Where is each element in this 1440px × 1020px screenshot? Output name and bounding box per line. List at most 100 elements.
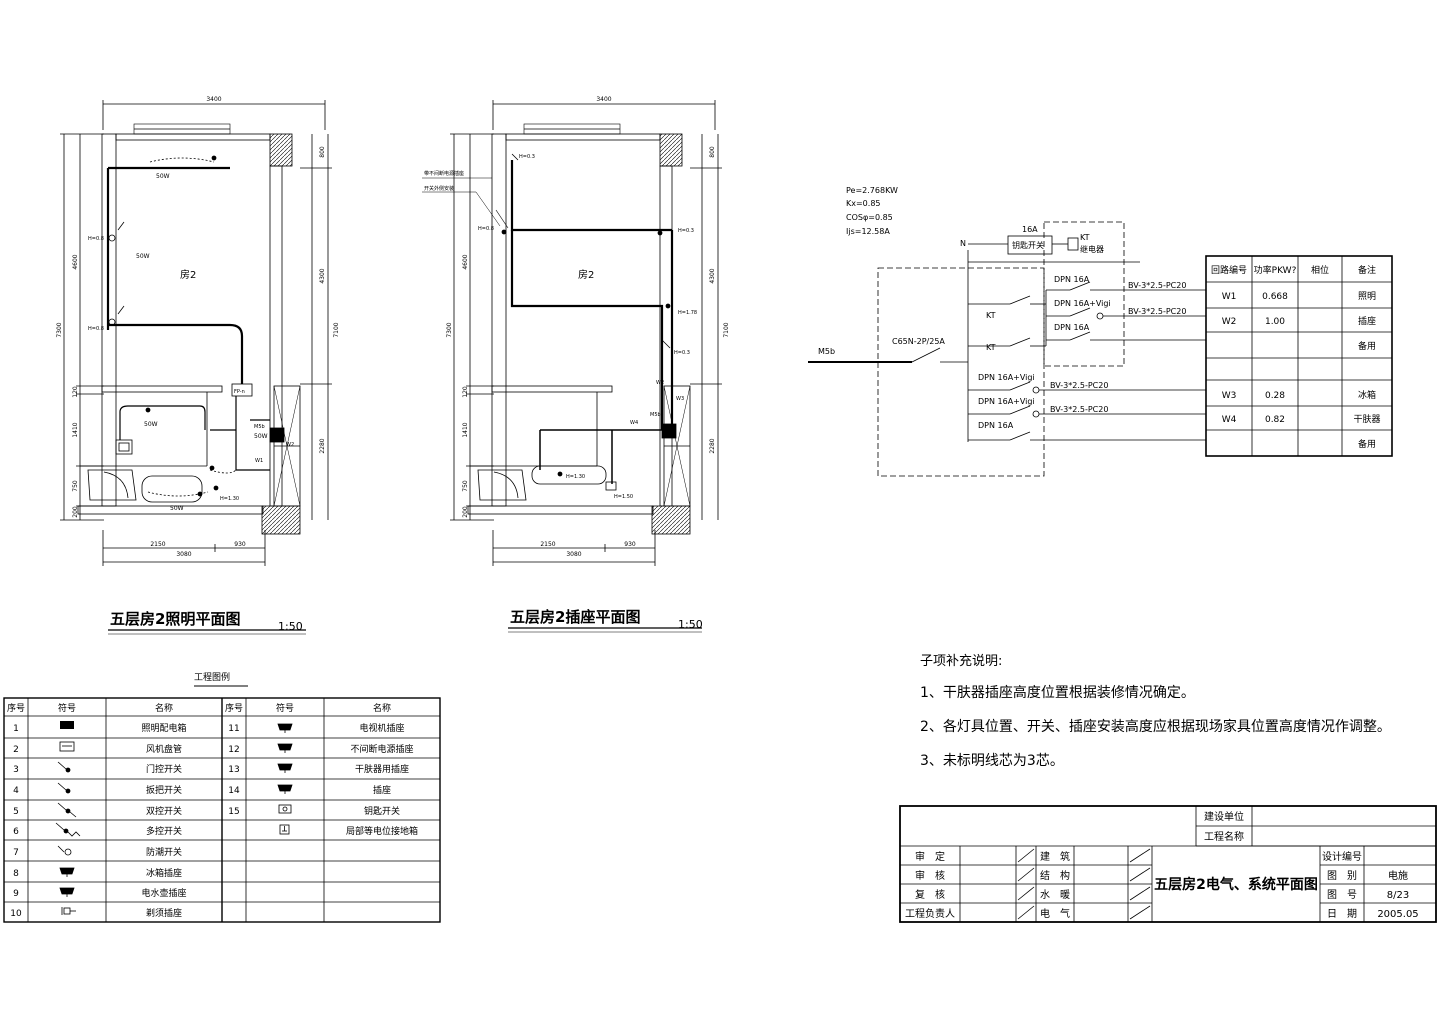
client-label: 建设单位 <box>1204 810 1244 823</box>
note-item: 2、各灯具位置、开关、插座安装高度应根据现场家具位置高度情况作调整。 <box>920 718 1391 735</box>
relay-label: 继电器 <box>1080 244 1104 254</box>
panel-label: M5b <box>650 412 661 418</box>
ups-note-line1: 带不间断电源插座 <box>424 170 464 177</box>
socket-plan-title: 五层房2插座平面图 <box>510 608 640 626</box>
svg-text:冰箱插座: 冰箱插座 <box>146 867 182 879</box>
dim-right-800: 800 <box>319 146 326 158</box>
branch-breaker: DPN 16A+Vigi <box>978 373 1035 382</box>
category-value: 电施 <box>1388 869 1408 882</box>
neutral-label: N <box>960 239 966 248</box>
socket-plan-scale: 1:50 <box>678 618 703 631</box>
circuit-w1: W1 <box>255 458 263 464</box>
dim-left-1410: 1410 <box>462 422 469 437</box>
legend-header: 名称 <box>155 702 173 714</box>
panel-label: M5b <box>254 424 265 430</box>
branch-cable: BV-3*2.5-PC20 <box>1050 405 1108 414</box>
table-cell: 冰箱 <box>1358 389 1376 401</box>
incoming-label: M5b <box>818 347 835 356</box>
water-label: 水 暖 <box>1040 888 1070 901</box>
legend-row: 11 电视机插座 <box>228 722 404 734</box>
svg-text:电视机插座: 电视机插座 <box>359 722 404 734</box>
svg-text:11: 11 <box>228 724 239 734</box>
svg-text:15: 15 <box>228 807 239 817</box>
load-kx: Kx=0.85 <box>846 199 881 208</box>
kt-contact-2: KT <box>986 343 996 352</box>
dim-right-7100: 7100 <box>333 322 340 337</box>
dim-left-upper: 4600 <box>462 254 469 269</box>
dim-left-total: 7300 <box>56 322 63 337</box>
svg-text:8: 8 <box>13 869 19 879</box>
branch-cable: BV-3*2.5-PC20 <box>1128 281 1186 290</box>
circuit-w2: W2 <box>286 442 294 448</box>
key-switch-label: 钥匙开关 <box>1012 240 1044 250</box>
svg-text:1: 1 <box>13 724 19 734</box>
lead-label: 工程负责人 <box>905 907 955 920</box>
lamp-label: 50W <box>144 421 158 428</box>
table-header: 功率PKW? <box>1254 264 1297 276</box>
main-breaker-label: C65N-2P/25A <box>892 337 945 346</box>
legend-row: 15 钥匙开关 <box>228 804 400 817</box>
legend-row: 14 插座 <box>228 784 391 796</box>
branch-cable: BV-3*2.5-PC20 <box>1128 307 1186 316</box>
category-label: 图 别 <box>1327 870 1357 882</box>
elec-label: 电 气 <box>1040 907 1070 920</box>
key-switch-icon <box>278 804 292 814</box>
struct-label: 结 构 <box>1040 869 1070 882</box>
circuit-w4: W4 <box>630 420 638 426</box>
note-item: 3、未标明线芯为3芯。 <box>920 753 1064 769</box>
lamp-label: 50W <box>136 253 150 260</box>
svg-text:钥匙开关: 钥匙开关 <box>364 805 400 817</box>
kt-contact-1: KT <box>986 311 996 320</box>
notes: 子项补充说明: 1、干肤器插座高度位置根据装修情况确定。 2、各灯具位置、开关、… <box>920 653 1391 769</box>
legend-left: 1 照明配电箱 2 风机盘管 3 门控开关 4 扳把开关 5 双控开关 6 多控… <box>10 721 187 919</box>
dim-right-4300: 4300 <box>709 268 716 283</box>
dim-right-4300: 4300 <box>319 268 326 283</box>
sheet-label: 图 号 <box>1327 889 1357 901</box>
table-cell: 备用 <box>1358 340 1376 352</box>
load-ijs: Ijs=12.58A <box>846 227 890 236</box>
svg-text:多控开关: 多控开关 <box>146 825 182 837</box>
legend-row: 8 冰箱插座 <box>13 867 182 879</box>
dim-right-2280: 2280 <box>709 438 716 453</box>
legend-row: 13 干肤器用插座 <box>228 763 409 775</box>
height-label: H=0.8 <box>88 326 104 332</box>
dim-left-upper: 4600 <box>72 254 79 269</box>
relay-code: KT <box>1080 233 1090 242</box>
dim-left-120: 120 <box>72 386 79 398</box>
shaver-socket-icon <box>61 907 76 915</box>
table-cell: 干肤器 <box>1353 414 1380 425</box>
svg-text:剃须插座: 剃须插座 <box>146 907 182 919</box>
dim-bottom-total: 3080 <box>566 551 581 558</box>
date-value: 2005.05 <box>1377 909 1418 920</box>
lighting-plan <box>60 100 332 566</box>
table-cell: W2 <box>1222 317 1237 327</box>
svg-text:电水壶插座: 电水壶插座 <box>141 887 186 899</box>
svg-text:扳把开关: 扳把开关 <box>146 784 182 796</box>
legend-row: 4 扳把开关 <box>13 782 182 796</box>
svg-text:2: 2 <box>13 745 19 755</box>
legend-row: 6 多控开关 <box>13 822 182 837</box>
table-cell: W4 <box>1222 415 1237 425</box>
lighting-plan-scale: 1:50 <box>278 620 303 633</box>
height-label: H=0.3 <box>674 350 690 356</box>
dim-bottom-right: 930 <box>234 541 246 548</box>
ups-socket-icon <box>277 743 293 753</box>
height-label: H=1.50 <box>614 494 633 500</box>
key-switch-rating: 16A <box>1022 225 1038 234</box>
svg-text:局部等电位接地箱: 局部等电位接地箱 <box>346 825 418 837</box>
branch-breaker: DPN 16A <box>978 421 1014 430</box>
height-label: H=1.30 <box>566 474 585 480</box>
door-switch-icon <box>57 761 71 773</box>
branch-breaker: DPN 16A+Vigi <box>1054 299 1111 308</box>
title-block <box>899 805 1437 923</box>
svg-text:10: 10 <box>10 909 22 919</box>
design-no-label: 设计编号 <box>1322 850 1362 863</box>
table-header: 相位 <box>1311 264 1329 276</box>
dim-left-750: 750 <box>462 480 469 492</box>
socket-icon <box>277 784 293 794</box>
legend-row: 3 门控开关 <box>13 761 182 775</box>
system-diagram-text: Pe=2.768KW Kx=0.85 COSφ=0.85 Ijs=12.58A … <box>818 186 1186 430</box>
table-cell: 0.668 <box>1262 292 1288 302</box>
legend-headers: 序号 符号 名称 序号 符号 名称 <box>7 702 391 714</box>
